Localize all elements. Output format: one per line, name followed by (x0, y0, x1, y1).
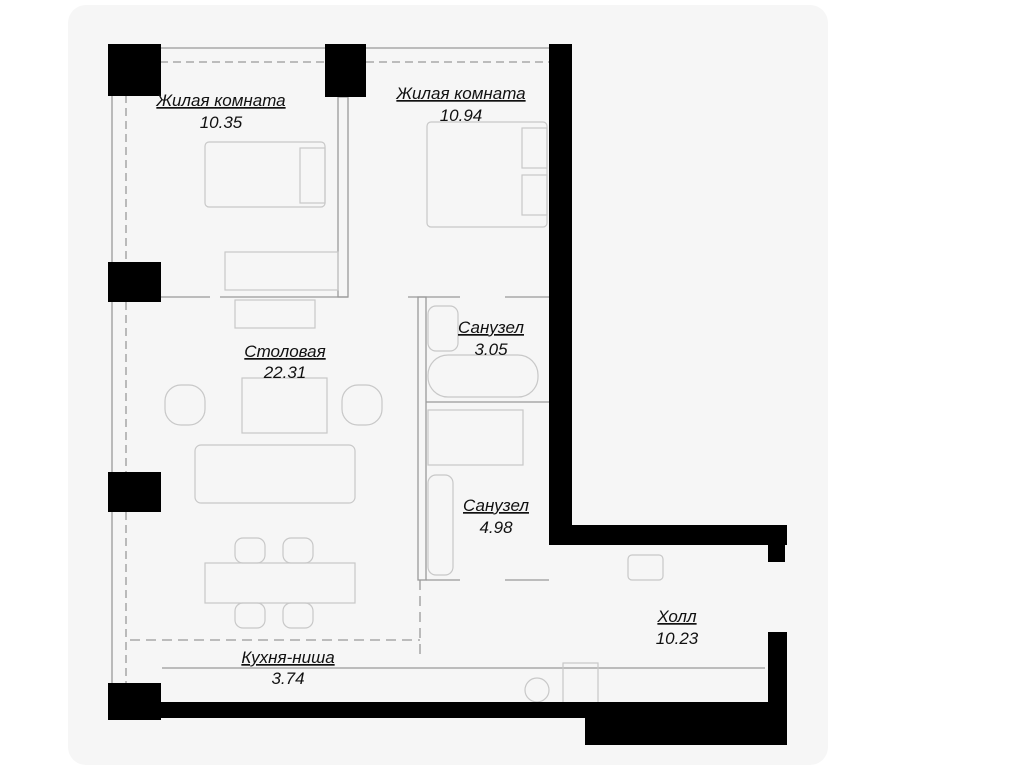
room-area: 22.31 (263, 363, 307, 382)
room-label-kitchen: Кухня-ниша 3.74 (241, 648, 334, 688)
room-name: Санузел (463, 496, 529, 515)
room-name: Столовая (244, 342, 325, 361)
floor-plan: Жилая комната 10.35 Жилая комната 10.94 … (108, 44, 787, 745)
room-label-hall: Холл 10.23 (656, 607, 699, 648)
windows (111, 47, 549, 683)
room-name: Санузел (458, 318, 524, 337)
room-name: Холл (656, 607, 697, 626)
structural-walls (108, 44, 787, 745)
room-name: Жилая комната (155, 91, 285, 110)
interior-walls (130, 96, 765, 669)
room-area: 10.35 (200, 113, 243, 132)
room-label-dining: Столовая 22.31 (244, 342, 325, 382)
room-area: 10.23 (656, 629, 699, 648)
room-label-bathroom-1: Санузел 3.05 (458, 318, 524, 359)
room-area: 3.74 (271, 669, 304, 688)
room-label-bedroom-2: Жилая комната 10.94 (395, 84, 525, 125)
room-area: 10.94 (440, 106, 483, 125)
room-area: 4.98 (479, 518, 513, 537)
room-area: 3.05 (474, 340, 508, 359)
room-label-bathroom-2: Санузел 4.98 (463, 496, 529, 537)
room-name: Кухня-ниша (241, 648, 334, 667)
furniture (164, 121, 664, 704)
plan-background (68, 5, 828, 765)
room-label-bedroom-1: Жилая комната 10.35 (155, 91, 285, 132)
room-name: Жилая комната (395, 84, 525, 103)
